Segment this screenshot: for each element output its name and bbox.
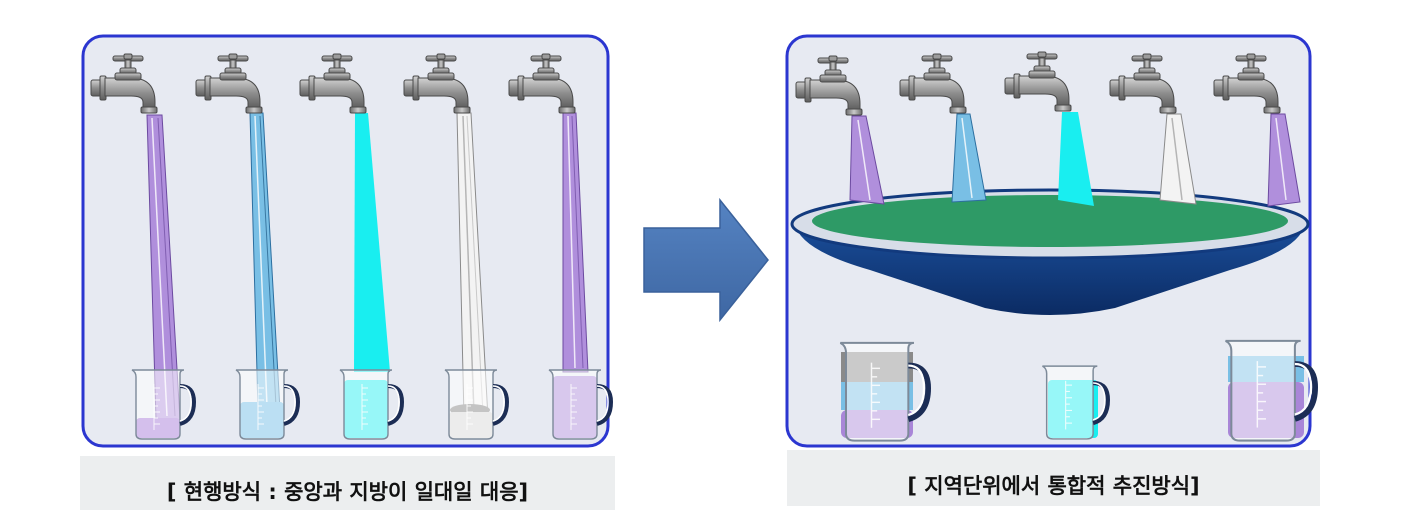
beaker-2 [234,368,300,441]
stream-blue-2 [249,112,281,411]
left-caption: [ 현행방식 : 중앙과 지방이 일대일 대응] [166,480,529,504]
funnel-bowl-icon [790,188,1310,315]
stream-purple-5 [1267,113,1301,207]
right-caption-band [787,450,1320,506]
stream-white-4 [1159,113,1197,205]
right-arrow-icon [643,197,769,323]
stream-cyan-3 [1058,112,1094,206]
large-mixed-beaker [840,343,928,441]
right-panel [785,34,1320,506]
right-streams [849,112,1301,207]
beaker-3 [338,368,404,441]
left-streams [146,112,589,421]
stream-purple-1 [146,114,181,421]
beaker-5 [547,368,613,441]
beaker-1 [130,368,196,441]
small-cyan-beaker [1042,366,1107,439]
left-caption-band [80,456,615,510]
beaker-4 [443,368,509,441]
right-caption: [ 지역단위에서 통합적 추진방식] [907,474,1200,498]
stream-blue-2 [951,113,987,203]
large-blue-purple-beaker [1226,341,1316,441]
right-beakers [840,341,1315,441]
left-beakers [130,368,613,441]
left-panel [80,34,615,510]
stream-cyan-3 [354,113,390,372]
stream-purple-1 [849,115,885,205]
